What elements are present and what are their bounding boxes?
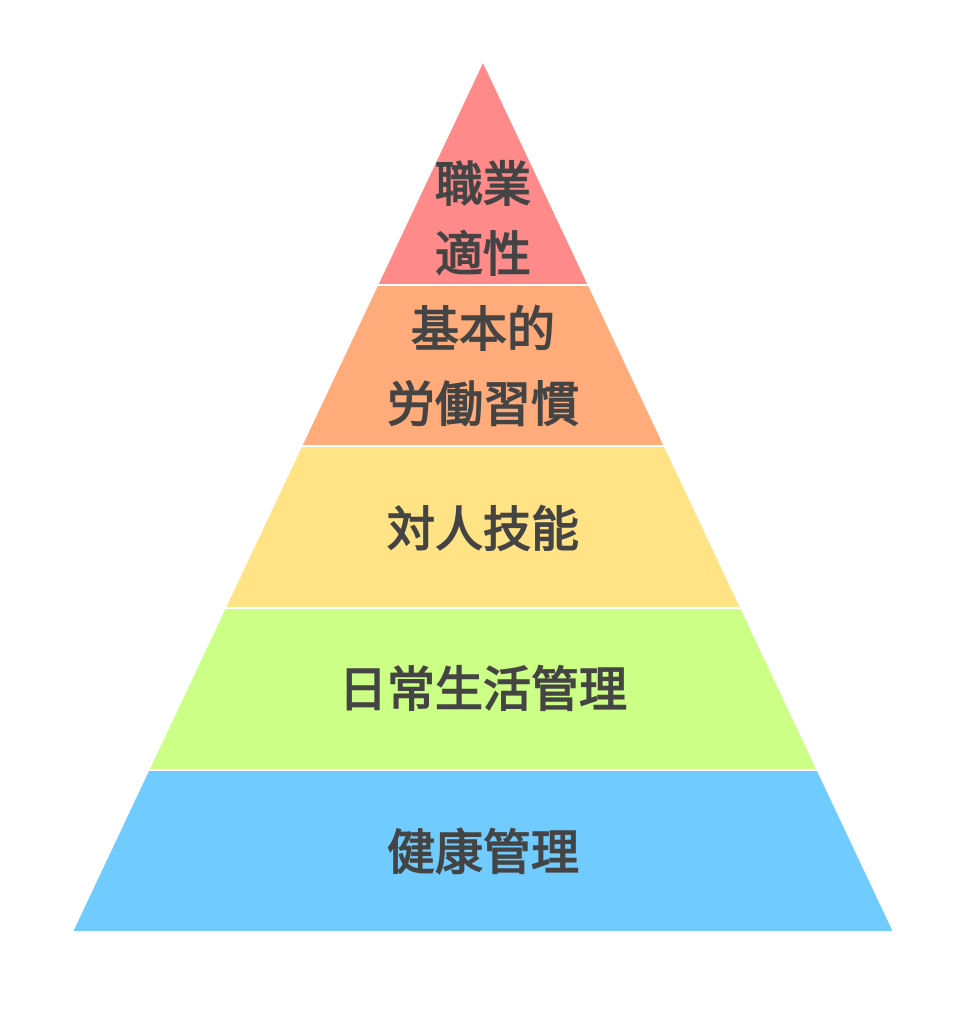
pyramid-level-5 [73, 771, 893, 931]
pyramid-level-3-label: 対人技能 [387, 502, 579, 558]
pyramid-level-2-label: 基本的 [411, 302, 555, 358]
pyramid-level-1-label: 職業 [435, 157, 531, 213]
pyramid-level-3 [226, 447, 740, 607]
pyramid-level-2-label: 労働習慣 [387, 377, 579, 433]
pyramid-level-1 [378, 63, 588, 284]
pyramid-level-5-label: 健康管理 [387, 825, 579, 881]
pyramid-level-1-label: 適性 [435, 227, 531, 283]
pyramid-level-4-label: 日常生活管理 [339, 662, 627, 718]
pyramid-level-4 [149, 609, 817, 769]
pyramid-level-2 [302, 286, 664, 445]
